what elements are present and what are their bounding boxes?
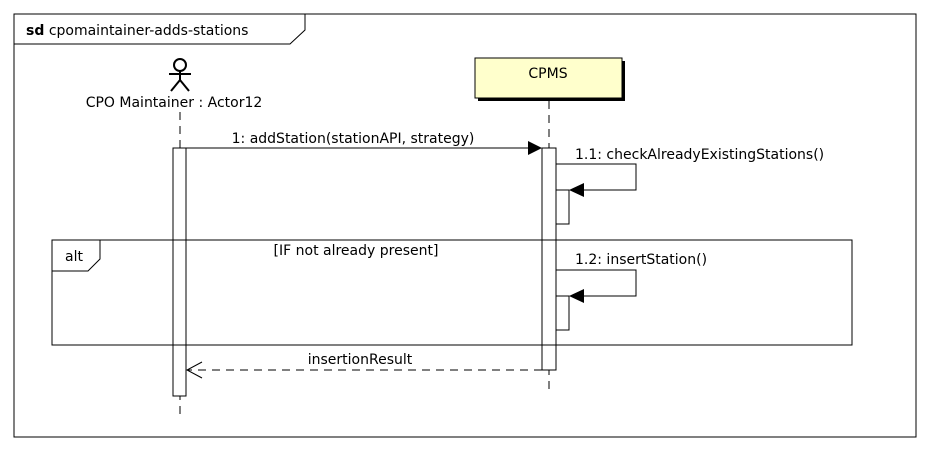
alt-operator-label: alt (65, 249, 83, 265)
frame-label-tab (14, 14, 306, 45)
actor-label: CPO Maintainer : Actor12 (86, 95, 263, 111)
alt-fragment (51, 239, 853, 346)
cpms-label: CPMS (528, 66, 567, 82)
actor-icon (169, 58, 191, 92)
diagram-frame (13, 13, 917, 438)
message-label-check: 1.1: checkAlreadyExistingStations() (575, 147, 824, 163)
message-label-addstation: 1: addStation(stationAPI, strategy) (232, 131, 475, 147)
arrowhead-filled (569, 289, 584, 303)
arrowhead-open (185, 361, 203, 379)
frame-label: sd cpomaintainer-adds-stations (26, 23, 248, 39)
arrowhead-filled (528, 141, 542, 155)
return-message-label: insertionResult (308, 352, 413, 368)
cpms-nested-activation-2 (555, 295, 570, 331)
cpms-activation-bar (541, 147, 557, 371)
alt-fragment-tab (52, 240, 101, 272)
self-message-arrow-check (556, 163, 637, 191)
alt-guard-label: [IF not already present] (274, 243, 439, 259)
cpms-box (474, 57, 623, 99)
self-message-arrow-insert (556, 269, 637, 297)
message-label-insert: 1.2: insertStation() (575, 252, 707, 268)
actor-activation-bar (172, 147, 187, 397)
arrowhead-filled (569, 183, 584, 197)
cpms-nested-activation-1 (555, 189, 570, 225)
